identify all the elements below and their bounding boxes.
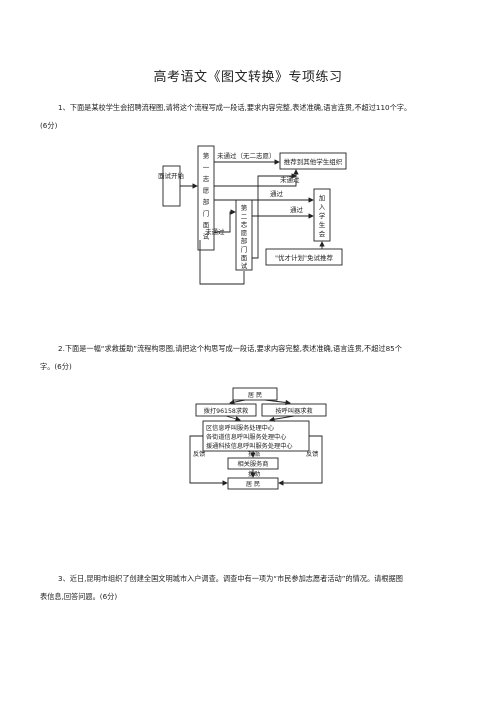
v-second-char: 志 <box>241 220 248 229</box>
box-resident-top <box>232 387 278 401</box>
label-pass2: 通过 <box>290 205 304 214</box>
label-fail2: 未通过 <box>205 227 225 236</box>
box-call-right <box>261 403 327 417</box>
v-join-char: 会 <box>319 229 326 238</box>
v-join-char: 加 <box>319 193 326 202</box>
v-second-char: 门 <box>241 245 248 254</box>
question-2-text: 2.下面是一幅“求救援助”流程构思图,请把这个构思写成一段话,要求内容完整,表述… <box>58 344 402 353</box>
label-center-1: 区信息呼叫服务处理中心 <box>206 424 274 432</box>
v-first-char: 部 <box>203 197 210 206</box>
box-call-left <box>195 403 257 417</box>
label-help: 援助 <box>248 470 260 478</box>
question-2-score: 字。(6分) <box>40 362 72 371</box>
box-recommend <box>279 152 347 170</box>
page-title: 高考语文《图文转换》专项练习 <box>153 70 343 85</box>
label-resident-bottom: 居 民 <box>246 481 260 488</box>
question-1-text: 1、下面是某校学生会招聘流程图,请将这个流程写成一段话,要求内容完整,表述准确,… <box>58 103 412 112</box>
label-resident-top: 居 民 <box>248 392 262 399</box>
label-start: 面试开始 <box>158 171 185 180</box>
v-first-char: 试 <box>203 232 210 241</box>
box-plan <box>265 248 343 266</box>
box-second <box>235 199 253 271</box>
label-fail1: 未通过 <box>280 175 300 184</box>
v-second-char: 二 <box>241 212 248 220</box>
question-2: 2.下面是一幅“求救援助”流程构思图,请把这个构思写成一段话,要求内容完整,表述… <box>40 340 452 376</box>
v-join-char: 生 <box>319 220 326 229</box>
box-service <box>227 457 279 470</box>
box-center <box>202 420 310 452</box>
v-second-char: 面 <box>241 254 248 262</box>
label-assign: 指派 <box>248 450 260 458</box>
question-3-text: 3、近日,昆明市组织了创建全国文明城市入户调查。调查中有一项为“市民参加志愿者活… <box>58 574 403 583</box>
question-3-score: 表信息,回答问题。(6分) <box>40 592 118 601</box>
label-call-left: 拨打96158求救 <box>204 407 248 415</box>
v-second-char: 愿 <box>241 229 248 237</box>
v-first-char: 门 <box>203 209 210 218</box>
label-recommend: 推荐到其他学生组织 <box>284 157 343 166</box>
v-first-char: 一 <box>203 164 210 172</box>
label-center-2: 各街道信息呼叫服务处理中心 <box>206 433 286 441</box>
box-first <box>197 145 215 251</box>
v-join-char: 入 <box>319 203 326 211</box>
v-join-char: 学 <box>319 211 326 220</box>
label-call-right: 按呼叫器求救 <box>275 407 312 415</box>
v-first-char: 愿 <box>203 187 210 195</box>
box-start <box>162 165 181 207</box>
label-plan: "优才计划"免试推荐 <box>275 253 333 262</box>
box-resident-bottom <box>227 477 279 490</box>
box-join <box>313 188 331 242</box>
question-3: 3、近日,昆明市组织了创建全国文明城市入户调查。调查中有一项为“市民参加志愿者活… <box>40 570 452 606</box>
label-center-3: 援通科技信息呼叫服务处理中心 <box>206 442 293 450</box>
v-first-char: 第 <box>203 151 210 160</box>
question-1: 1、下面是某校学生会招聘流程图,请将这个流程写成一段话,要求内容完整,表述准确,… <box>40 99 452 135</box>
label-fail-none: 未通过（无二志愿） <box>217 151 276 160</box>
label-feedback-right: 反馈 <box>306 450 318 458</box>
question-1-score: (6分) <box>40 121 58 130</box>
v-second-char: 第 <box>241 203 248 212</box>
v-first-char: 志 <box>203 174 210 183</box>
label-service: 相关服务商 <box>238 460 269 468</box>
v-second-char: 部 <box>241 236 248 245</box>
label-feedback-left: 反馈 <box>193 450 205 458</box>
v-first-char: 面 <box>203 221 210 229</box>
label-pass1: 通过 <box>270 189 284 198</box>
v-second-char: 试 <box>241 261 248 270</box>
